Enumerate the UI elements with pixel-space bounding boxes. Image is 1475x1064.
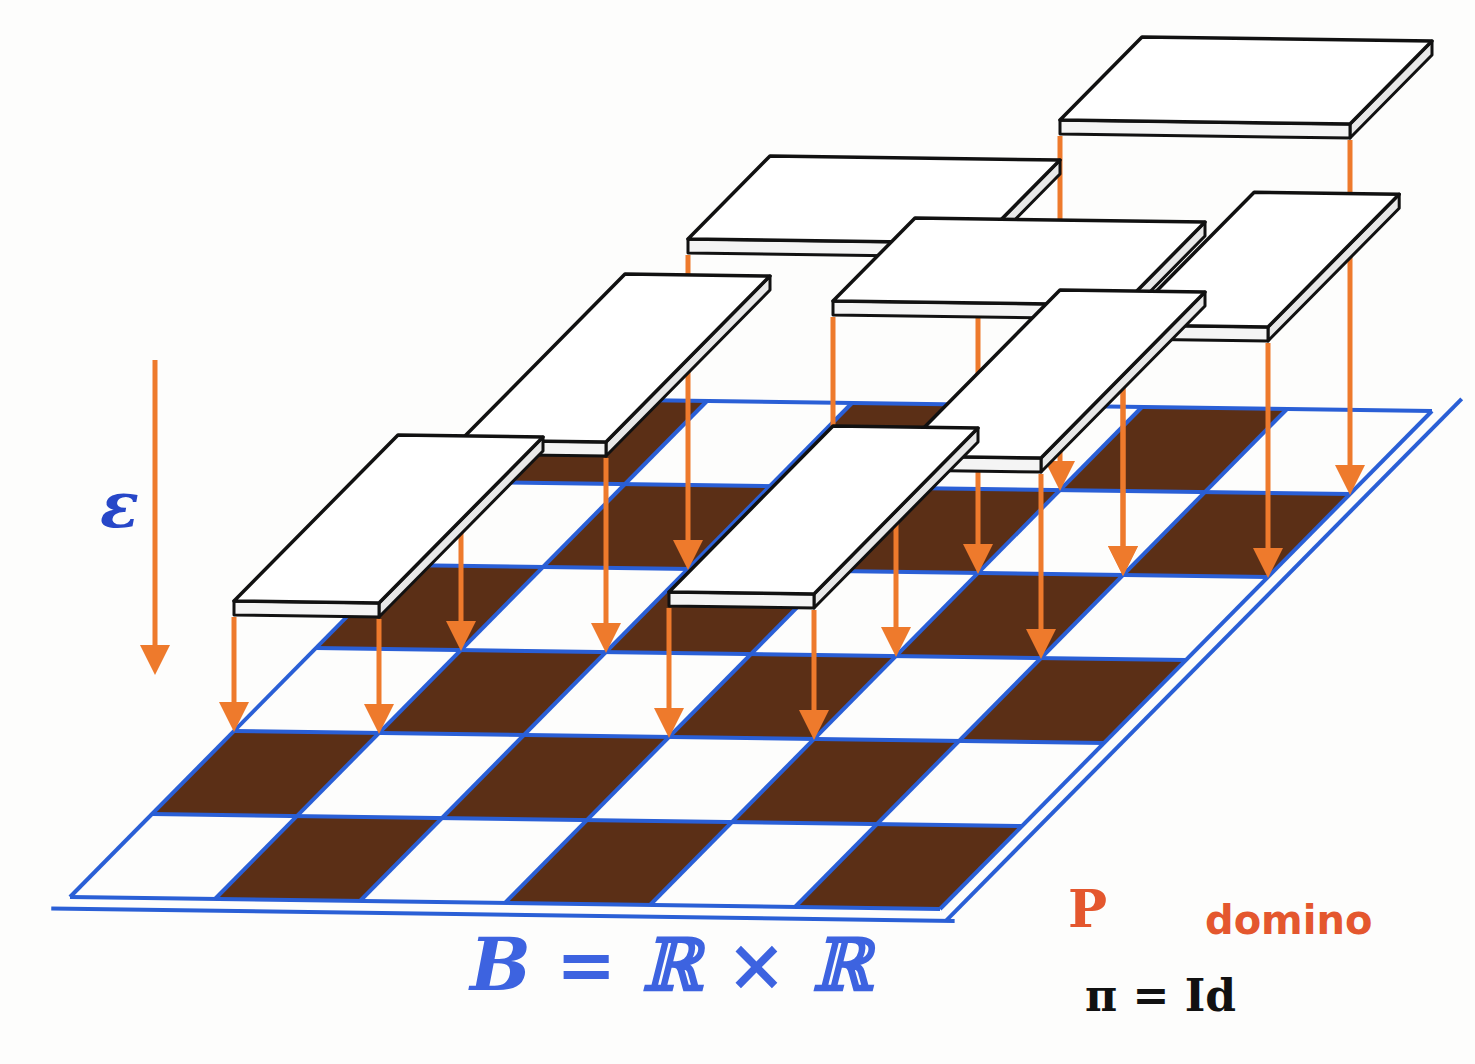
dark-square [896, 573, 1123, 658]
domino-label: domino [1205, 898, 1372, 942]
dark-square [505, 820, 732, 905]
dark-square [152, 731, 379, 816]
checkerboard [51, 399, 1461, 921]
dark-square [379, 650, 606, 735]
dark-square [1123, 492, 1350, 577]
domino-slab [669, 426, 978, 725]
projection-arrow [1039, 474, 1044, 644]
board-edge [51, 909, 954, 921]
projection-arrow [812, 610, 817, 725]
slab-top [669, 426, 978, 594]
dark-square [669, 654, 896, 739]
dark-square [442, 735, 669, 820]
dark-square [959, 658, 1186, 743]
projection-arrow [1266, 343, 1271, 563]
slab-top [1060, 37, 1432, 124]
total-space-label: P [1068, 880, 1107, 937]
grid-line [505, 405, 997, 903]
slab-top [461, 274, 770, 442]
domino-slab [234, 435, 543, 719]
epsilon-arrow [153, 360, 158, 660]
grid-line [650, 407, 1142, 905]
projection-arrow [1348, 140, 1353, 480]
projection-arrow [604, 458, 609, 638]
grid-line [940, 411, 1432, 909]
base-space-label: B = ℝ × ℝ [470, 925, 871, 1004]
grid-line [70, 399, 562, 897]
grid-line [215, 401, 707, 899]
projection-arrow [667, 608, 672, 723]
domino-stack [234, 37, 1432, 725]
epsilon-label: ε [100, 470, 139, 540]
board-edge [946, 399, 1462, 921]
projection-arrow [377, 619, 382, 719]
dark-square [732, 739, 959, 824]
projection-label: π = Id [1085, 972, 1236, 1020]
dark-square [795, 824, 1022, 909]
dark-square [215, 816, 442, 901]
slab-top [234, 435, 543, 603]
projection-arrow [232, 617, 237, 717]
